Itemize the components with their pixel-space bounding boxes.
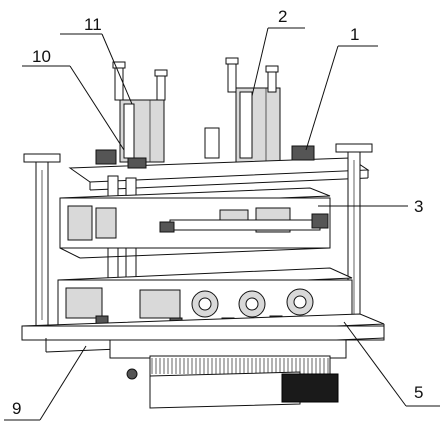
callout-5: 5	[414, 383, 423, 402]
callout-11: 11	[84, 15, 102, 34]
heater-fins	[126, 355, 339, 409]
leader-5-slant	[343, 321, 407, 407]
leader-1-slant	[305, 45, 339, 151]
middle-mold-frame	[59, 187, 331, 259]
left-cylinder	[112, 61, 168, 163]
callout-9: 9	[12, 399, 21, 418]
leader-2-slant	[251, 27, 269, 97]
top-plate	[68, 145, 370, 191]
callout-10: 10	[32, 47, 51, 66]
callout-3: 3	[414, 197, 423, 216]
leader-10-slant	[69, 65, 125, 151]
leader-11-slant	[101, 33, 133, 105]
right-cylinder	[204, 57, 281, 163]
leader-lines	[4, 27, 440, 421]
callout-1: 1	[350, 25, 359, 44]
callout-2: 2	[278, 7, 287, 26]
bottom-plate	[21, 313, 385, 359]
leader-9-slant	[39, 345, 87, 421]
